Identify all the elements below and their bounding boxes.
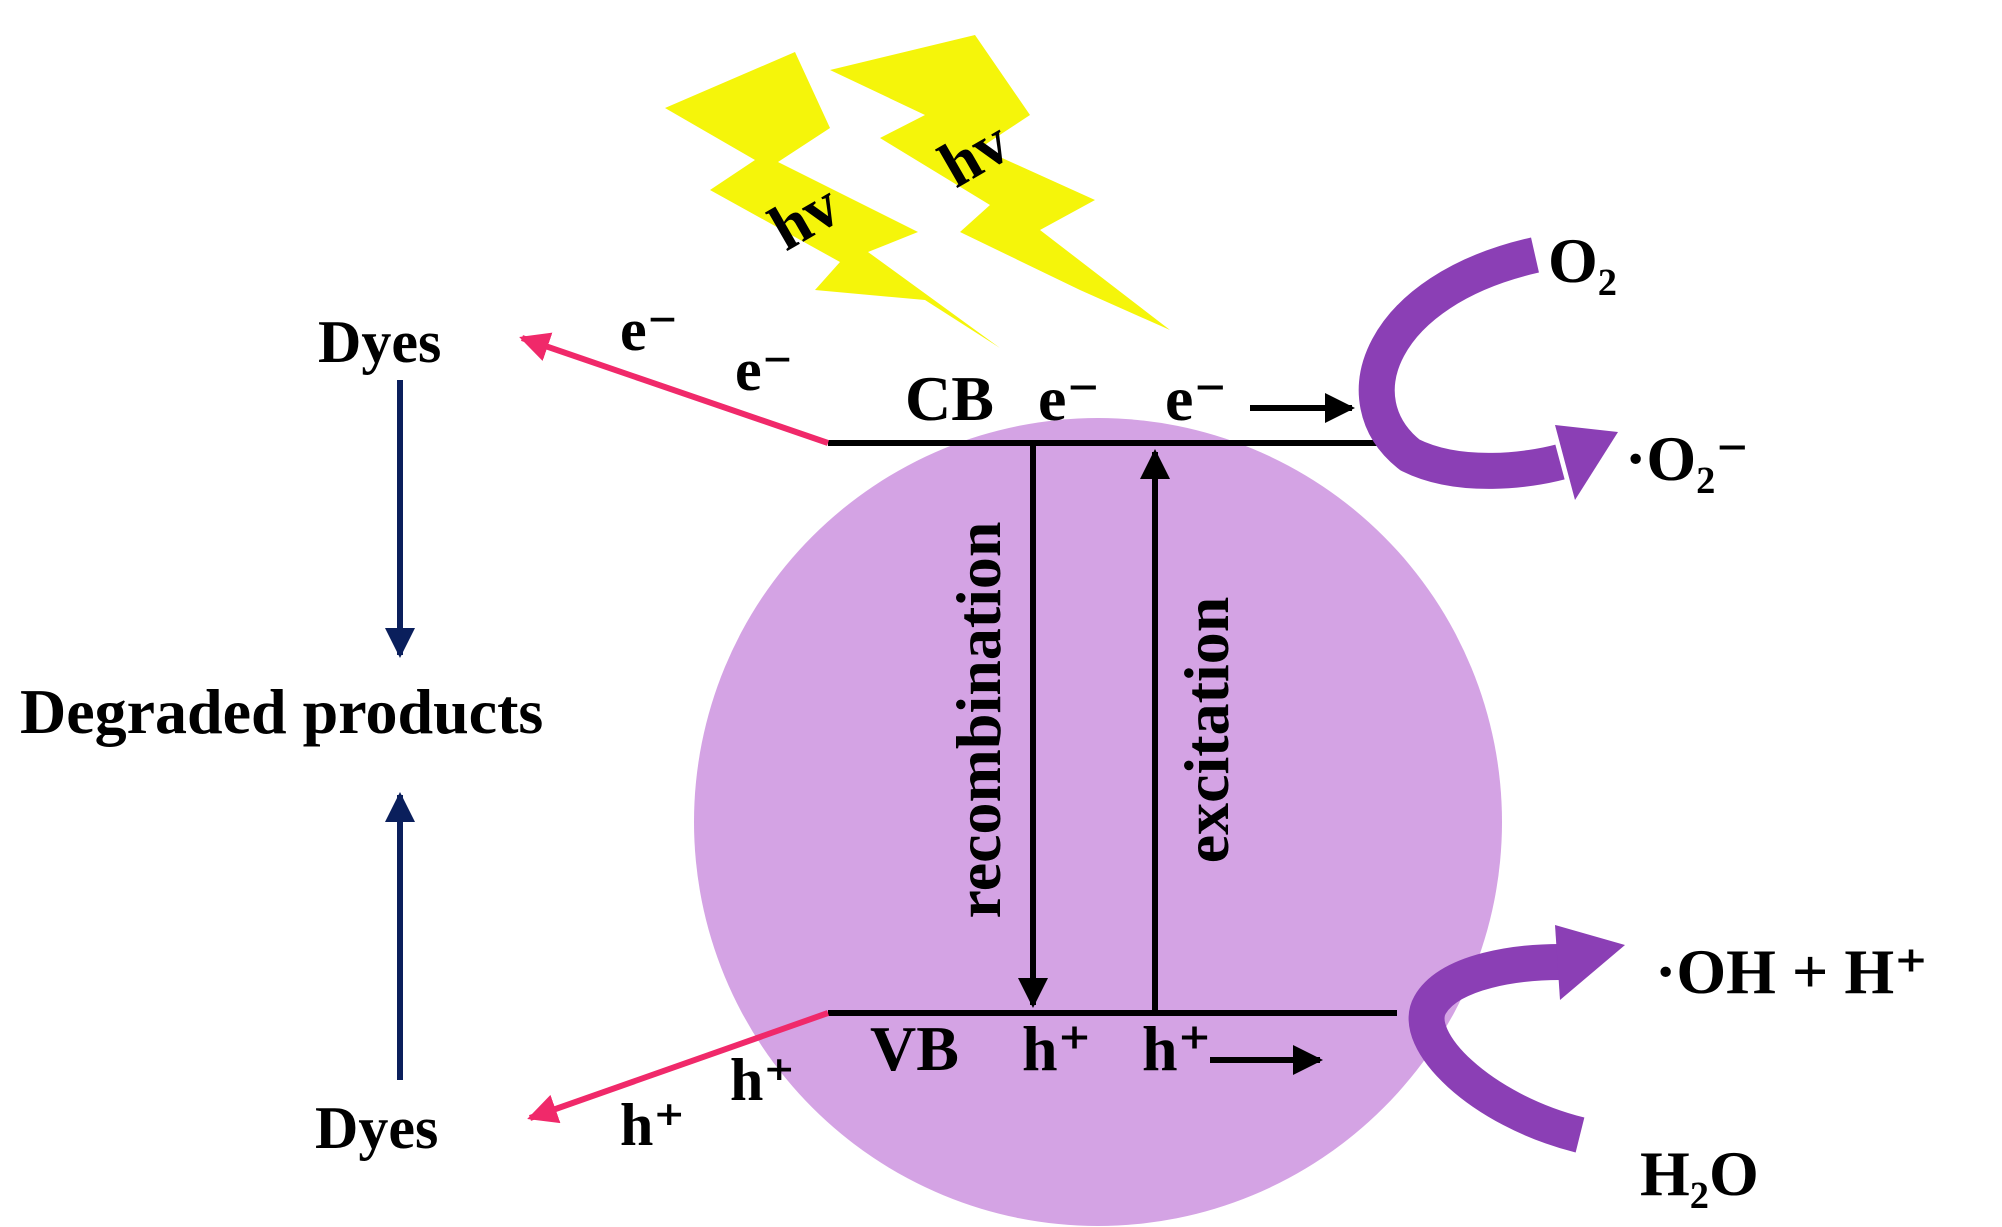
dye-electron-1: e⁻ [620,297,678,363]
water-label: H₂O [1640,1138,1759,1209]
degraded-products-label: Degraded products [20,676,543,747]
h2o-curved-arrowhead [1555,925,1625,1000]
hole-to-dyes-arrow [527,1010,829,1124]
hydroxyl-label: ·OH + H⁺ [1655,936,1928,1007]
lightning-bolt-left [665,52,1000,348]
electron-to-dyes-arrow [519,332,829,446]
semiconductor-particle [694,418,1502,1226]
cb-electron-2: e⁻ [1165,363,1227,434]
dyes-label-top: Dyes [318,309,441,375]
cb-label: CB [905,363,994,434]
dyes-label-bottom: Dyes [315,1095,438,1161]
o2-curved-arrowhead [1555,425,1618,500]
vb-label: VB [870,1013,959,1084]
recombination-label: recombination [943,521,1014,918]
vb-hole-2: h⁺ [1142,1013,1211,1084]
lightning-bolt-right [830,35,1170,330]
o2-label: O₂ [1548,225,1617,296]
dye-hole-1: h⁺ [620,1092,685,1158]
superoxide-label: ·O₂⁻ [1625,423,1749,494]
excitation-label: excitation [1171,597,1242,864]
o2-curved-arrow [1358,237,1565,489]
dye-electron-2: e⁻ [735,337,793,403]
dye-hole-2: h⁺ [730,1047,795,1113]
h2o-curved-arrow [1408,944,1585,1153]
cb-electron-1: e⁻ [1038,363,1100,434]
vb-hole-1: h⁺ [1022,1013,1091,1084]
